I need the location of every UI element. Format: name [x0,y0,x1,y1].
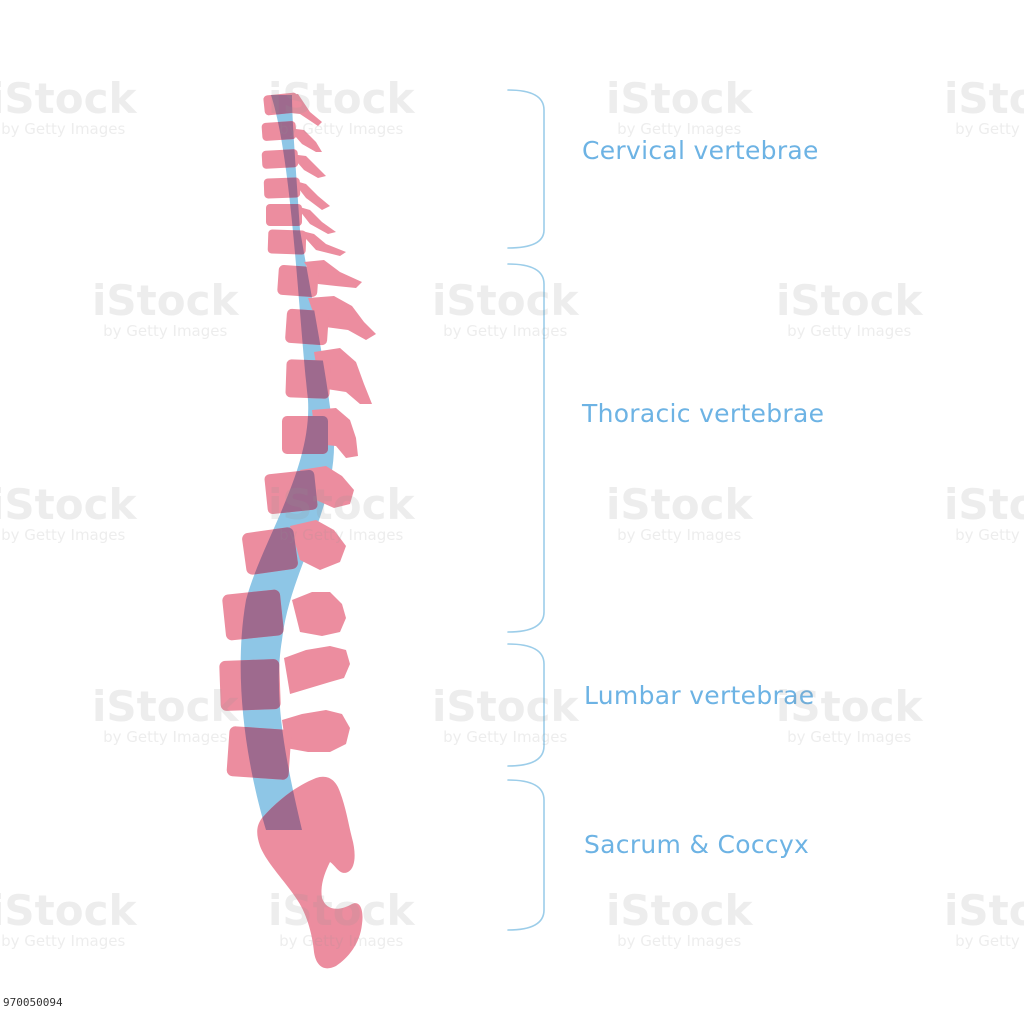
thoracic-bracket [508,264,544,632]
stock-image-id: 970050094 [0,995,66,1010]
thoracic-vertebrae-label: Thoracic vertebrae [582,401,824,426]
lumbar-vertebrae-label: Lumbar vertebrae [584,683,814,708]
cervical-bracket [508,90,544,248]
sacrum-coccyx-label: Sacrum & Coccyx [584,832,809,857]
cervical-vertebrae-label: Cervical vertebrae [582,138,819,163]
lumbar-bracket [508,644,544,766]
sacrum-bracket [508,780,544,930]
